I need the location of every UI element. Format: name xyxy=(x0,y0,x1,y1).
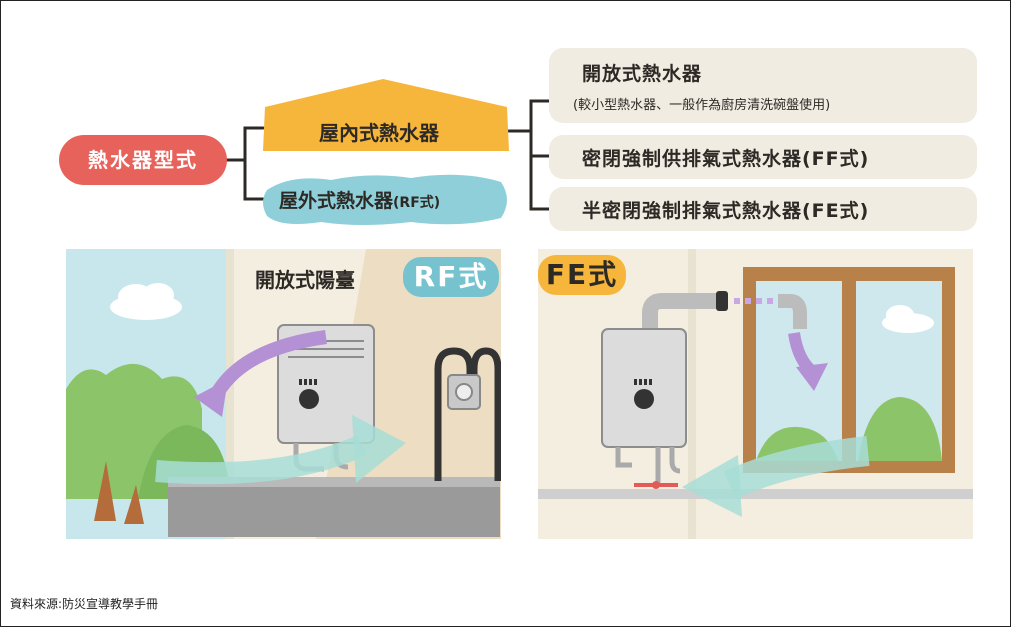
outdoor-label-text: 屋外式熱水器 xyxy=(279,190,394,212)
indoor-house-shape xyxy=(263,79,509,151)
rf-illustration xyxy=(66,249,501,539)
outdoor-label: 屋外式熱水器(RF式) xyxy=(279,186,440,213)
outdoor-cloud-shape xyxy=(263,174,507,225)
fe-tag: FE式 xyxy=(538,255,626,295)
option-open-type-subtitle: (較小型熱水器、一般作為廚房清洗碗盤使用) xyxy=(573,98,831,113)
option-open-type xyxy=(549,48,977,123)
outdoor-label-suffix: (RF式) xyxy=(393,195,441,211)
option-fe-type-title: 半密閉強制排氣式熱水器(FE式) xyxy=(582,200,870,222)
option-open-type-title: 開放式熱水器 xyxy=(582,63,703,85)
indoor-label: 屋內式熱水器 xyxy=(319,121,439,145)
root-node: 熱水器型式 xyxy=(59,135,227,185)
source-note: 資料來源:防災宣導教學手冊 xyxy=(10,597,159,611)
option-ff-type xyxy=(549,135,977,179)
fe-illustration xyxy=(538,249,973,539)
option-ff-type-title: 密閉強制供排氣式熱水器(FF式) xyxy=(582,148,870,170)
rf-panel-label: 開放式陽臺 xyxy=(255,268,355,292)
rf-tag: RF式 xyxy=(403,257,499,297)
tree-connectors xyxy=(225,99,551,211)
option-fe-type xyxy=(549,187,977,231)
